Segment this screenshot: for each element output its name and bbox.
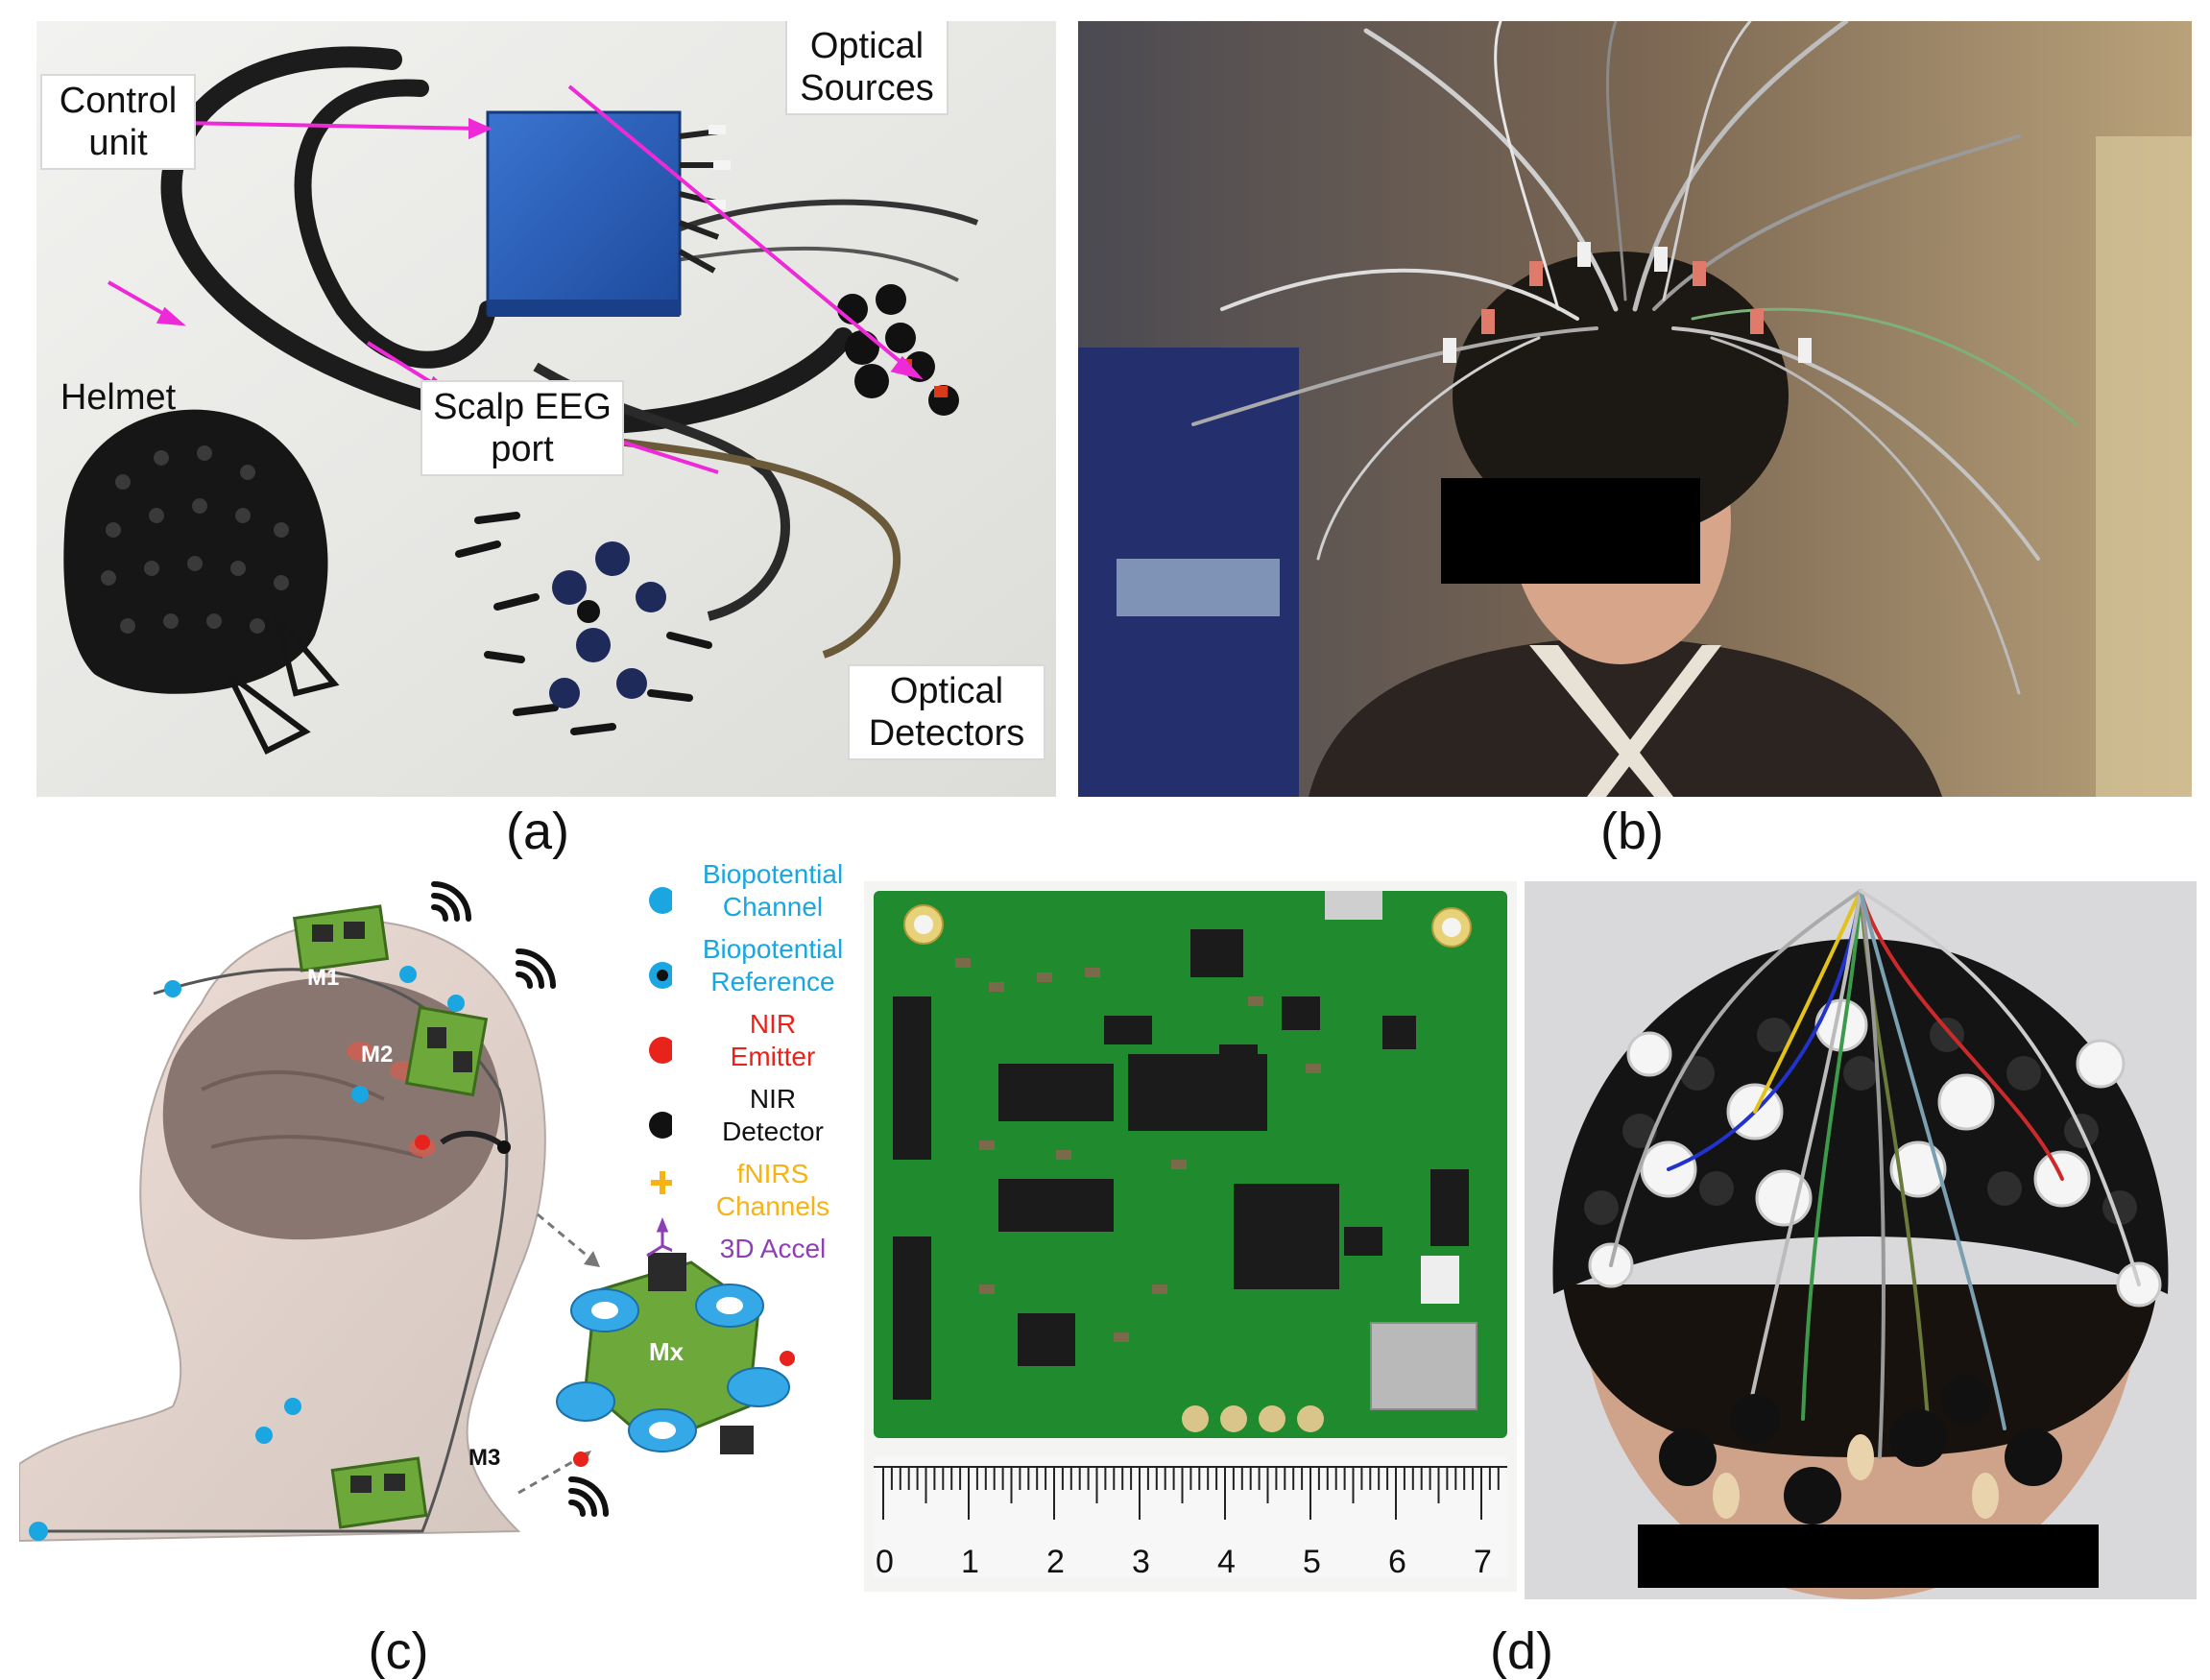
legend-text: Emitter xyxy=(730,1042,816,1071)
legend-text: Reference xyxy=(710,967,835,996)
legend-item: Biopotential Channel xyxy=(682,858,864,924)
callout-text: Sources xyxy=(800,68,934,108)
panel-b-photo xyxy=(1078,21,2192,797)
ruler-number: 2 xyxy=(1046,1544,1065,1580)
callout-text: Optical xyxy=(889,671,1004,711)
legend-item: fNIRS Channels xyxy=(682,1158,864,1223)
panel-d-cap-photo xyxy=(1525,881,2197,1599)
callout-text: Helmet xyxy=(60,377,177,418)
legend-text: Biopotential xyxy=(702,934,844,964)
module-m1 xyxy=(292,904,390,972)
module-label-m2: M2 xyxy=(361,1042,394,1068)
wifi-icon xyxy=(516,948,556,989)
legend-text: fNIRS xyxy=(736,1159,809,1188)
ruler-number: 1 xyxy=(961,1544,979,1580)
callout-helmet: Helmet xyxy=(46,372,190,422)
module-mx xyxy=(556,1253,795,1467)
legend-item: NIR Detector xyxy=(682,1083,864,1148)
legend-item: 3D Accel xyxy=(682,1233,864,1265)
plus-icon xyxy=(651,1171,672,1194)
callout-text: unit xyxy=(88,123,148,163)
panel-a-label: (a) xyxy=(506,803,569,860)
module-m2 xyxy=(404,1005,489,1097)
legend-text: Channel xyxy=(722,892,824,922)
module-label-m3: M3 xyxy=(468,1445,501,1471)
blue-dot-icon xyxy=(649,887,672,914)
eye-redaction-bar xyxy=(1638,1524,2099,1588)
callout-text: Control xyxy=(59,81,178,121)
module-label-m1: M1 xyxy=(307,965,340,991)
ruler-number: 6 xyxy=(1388,1544,1406,1580)
pcb-illustration xyxy=(874,891,1507,1577)
helmet-shape xyxy=(63,409,328,694)
eeg-cap-illustration xyxy=(1525,881,2197,1599)
ruler-number: 4 xyxy=(1217,1544,1236,1580)
red-dot-icon xyxy=(649,1037,672,1064)
legend-text: NIR xyxy=(749,1084,797,1114)
legend-text: Biopotential xyxy=(702,859,844,889)
subject-photo-illustration xyxy=(1078,21,2192,797)
axes-icon xyxy=(646,1216,672,1258)
callout-text: Optical xyxy=(809,26,925,66)
legend-text: 3D Accel xyxy=(719,1234,827,1263)
callout-scalp-eeg-port: Scalp EEG port xyxy=(420,380,624,476)
panel-c-label: (c) xyxy=(368,1622,429,1680)
ruler-number: 7 xyxy=(1474,1544,1492,1580)
legend: Biopotential Channel Biopotential Refere… xyxy=(614,854,864,1306)
wifi-icon xyxy=(568,1476,609,1517)
panel-d-label: (d) xyxy=(1490,1622,1553,1680)
ruler-number: 3 xyxy=(1132,1544,1150,1580)
ruler-number: 5 xyxy=(1303,1544,1321,1580)
legend-text: Channels xyxy=(715,1191,830,1221)
callout-optical-detectors: Optical Detectors xyxy=(848,664,1045,760)
panel-d-pcb-photo: 0 1 2 3 4 5 6 7 xyxy=(864,881,1517,1592)
black-dot-icon xyxy=(649,1112,672,1139)
callout-text: port xyxy=(491,429,554,469)
legend-text: NIR xyxy=(749,1009,797,1039)
legend-item: NIR Emitter xyxy=(682,1008,864,1073)
face-redaction-bar xyxy=(1441,478,1700,584)
panel-c-illustration: M1 M2 M3 Mx xyxy=(19,869,854,1598)
panel-b-label: (b) xyxy=(1600,803,1664,860)
callout-text: Detectors xyxy=(868,713,1025,754)
panel-a-photo: Control unit Optical Sources Helmet Scal… xyxy=(36,21,1056,797)
module-label-mx: Mx xyxy=(649,1337,685,1366)
module-m3 xyxy=(330,1456,428,1529)
legend-text: Detector xyxy=(722,1116,824,1146)
callout-text: Scalp EEG xyxy=(433,387,612,427)
callout-control-unit: Control unit xyxy=(40,74,196,170)
ruler-number: 0 xyxy=(876,1544,894,1580)
control-unit-box xyxy=(486,110,682,316)
legend-markers xyxy=(646,887,672,1258)
wifi-icon xyxy=(431,881,471,922)
legend-item: Biopotential Reference xyxy=(682,933,864,998)
callout-optical-sources: Optical Sources xyxy=(785,21,949,115)
head-model-illustration xyxy=(19,881,795,1543)
